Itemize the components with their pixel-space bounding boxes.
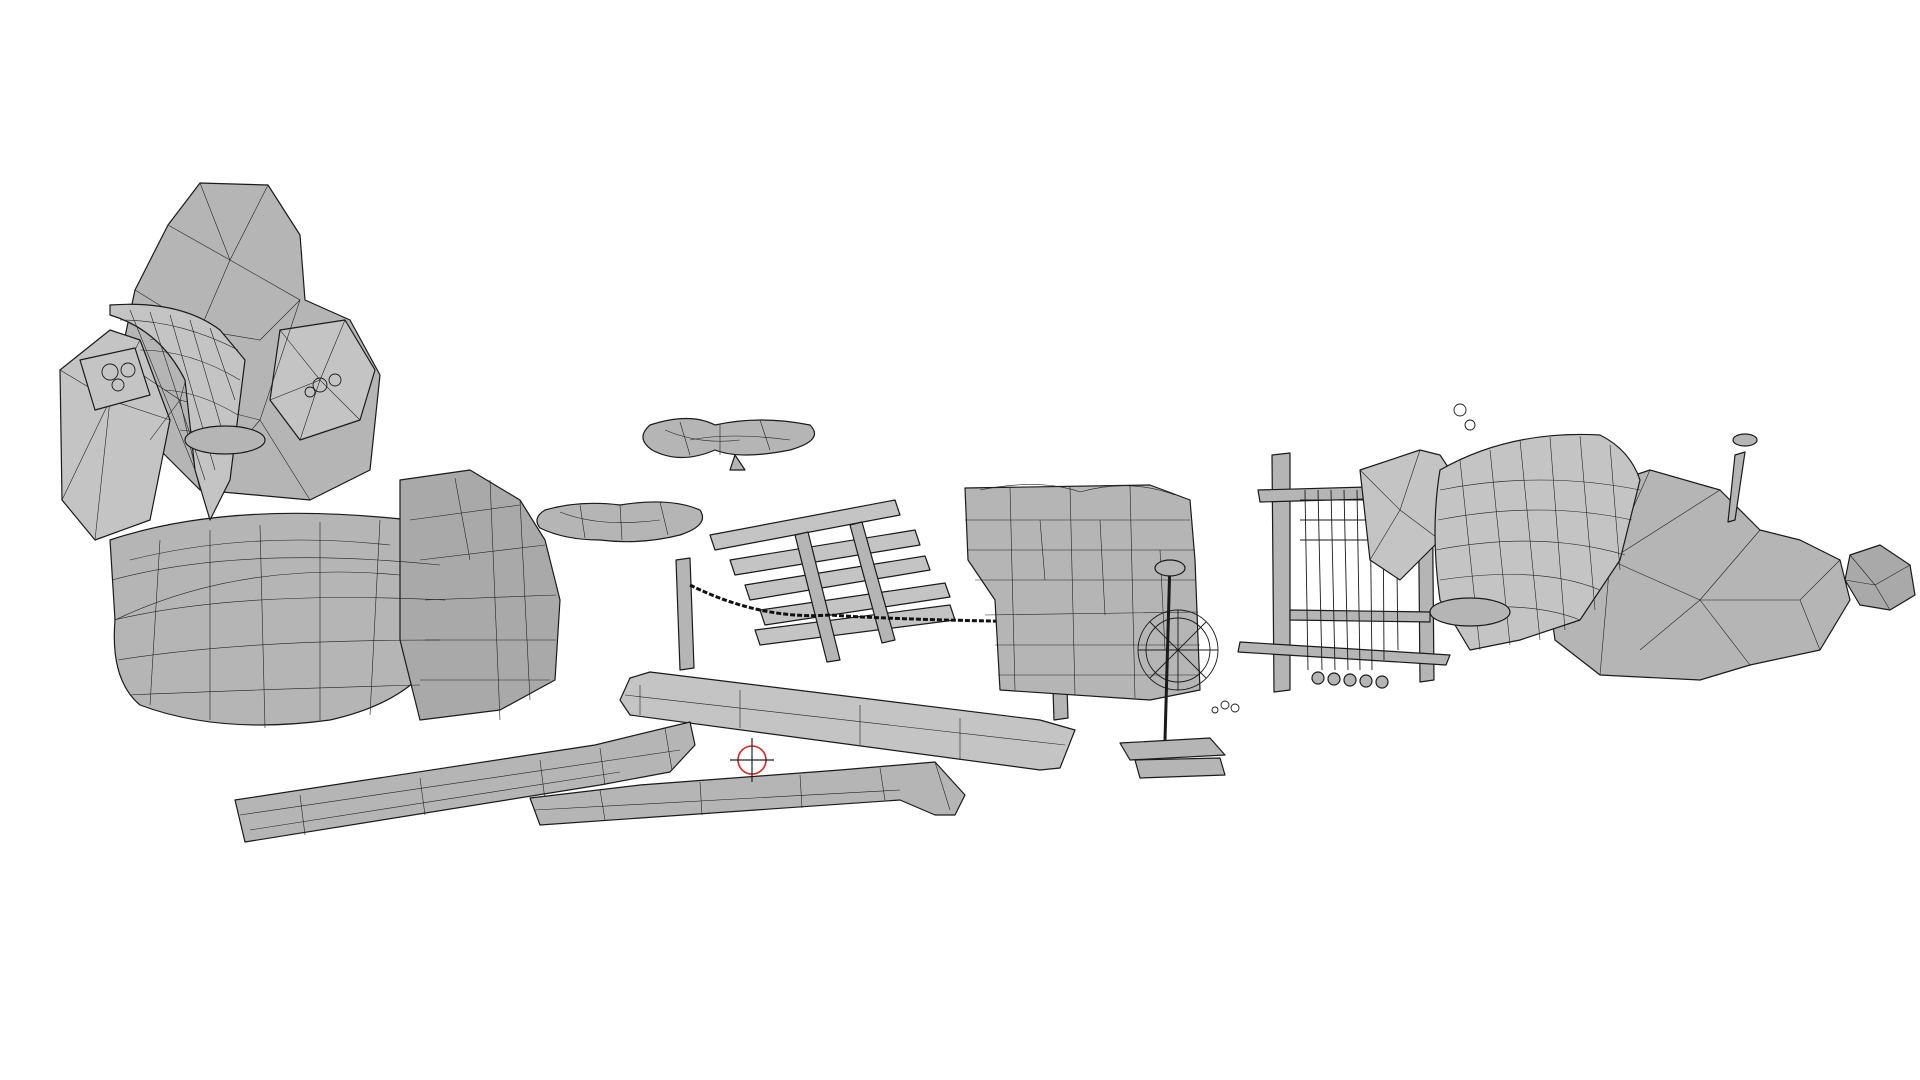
loom-weights: [1311, 671, 1389, 689]
torch-post: [1727, 451, 1746, 523]
stone-block-stack[interactable]: [964, 484, 1201, 701]
rock-pile-wire: [1359, 449, 1911, 676]
net-top-ornament: [1453, 403, 1476, 431]
altar-block: [79, 347, 151, 411]
loom-mid-beam: [1289, 609, 1431, 623]
net-mesh-lines: [1435, 435, 1641, 651]
rock-pile-with-net[interactable]: [1359, 403, 1916, 681]
net-sling: [109, 303, 246, 521]
torch-head: [1732, 433, 1758, 447]
spinning-wheel[interactable]: [1119, 559, 1240, 779]
altar-ornaments: [101, 362, 136, 392]
wheel-yarn: [1211, 700, 1240, 714]
log-pipe-left[interactable]: [234, 721, 696, 843]
small-objects-top: [304, 373, 342, 398]
wheel-spokes: [1138, 610, 1218, 690]
net-grid: [119, 309, 241, 481]
stone-ring-wire: [111, 477, 557, 729]
wooden-ladder[interactable]: [709, 499, 956, 663]
wheel-base: [1119, 737, 1226, 761]
stone-ring-right: [399, 469, 561, 721]
loom-post-left: [1271, 452, 1291, 693]
wheel-base-lower: [1134, 757, 1226, 779]
stone-ring-base: [109, 512, 446, 726]
net-basket: [1429, 597, 1511, 627]
rock-shrine[interactable]: [59, 182, 561, 729]
fence-rope: [689, 583, 1051, 624]
draped-net: [1434, 433, 1641, 651]
wooden-plank-bench[interactable]: [619, 671, 1076, 771]
fence-post-left: [675, 557, 695, 671]
small-cushion-upper[interactable]: [642, 417, 815, 471]
basket: [184, 425, 266, 455]
rock-small-right: [1844, 544, 1916, 611]
loom-bottom-beam: [1237, 641, 1451, 666]
wheel-spool: [1154, 559, 1186, 577]
log-pipe-right[interactable]: [529, 761, 966, 826]
small-cushion-lower[interactable]: [536, 501, 704, 543]
3d-cursor-icon: [730, 738, 774, 782]
